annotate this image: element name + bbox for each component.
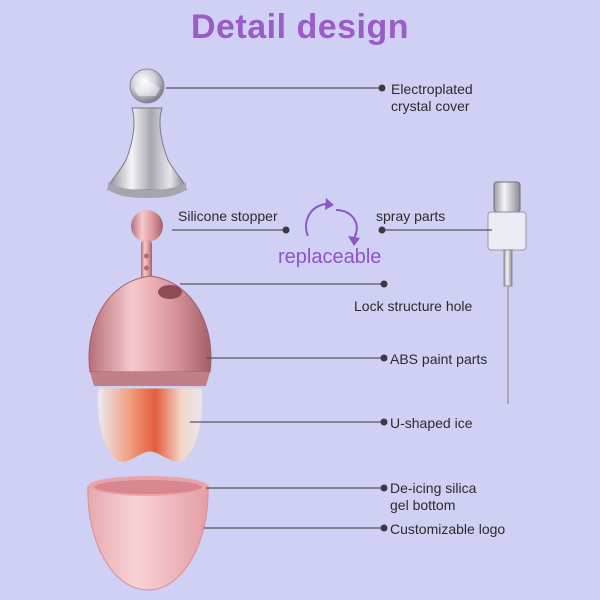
crystal-cover (107, 68, 187, 198)
label-silicone-stopper: Silicone stopper (178, 208, 278, 224)
label-abs-paint: ABS paint parts (390, 351, 488, 367)
label-customizable-logo: Customizable logo (390, 521, 506, 537)
page-title: Detail design (190, 8, 410, 46)
lock-hole (158, 285, 182, 299)
label-u-shaped-ice: U-shaped ice (390, 415, 473, 431)
label-deicing-line2: gel bottom (390, 497, 456, 513)
silica-gel-bottom (87, 476, 209, 591)
abs-shell (88, 275, 212, 386)
label-spray-parts: spray parts (376, 208, 446, 224)
leader-lines (166, 84, 492, 532)
label-crystal-cover-line2: crystal cover (391, 98, 470, 114)
u-shaped-ice (97, 387, 203, 463)
label-crystal-cover-line1: Electroplated (391, 81, 473, 97)
label-deicing-line1: De-icing silica (390, 480, 477, 496)
replaceable-label: replaceable (278, 246, 382, 268)
replace-arrows-icon (305, 198, 360, 246)
spray-pump (487, 181, 527, 404)
label-lock-hole: Lock structure hole (354, 298, 473, 314)
